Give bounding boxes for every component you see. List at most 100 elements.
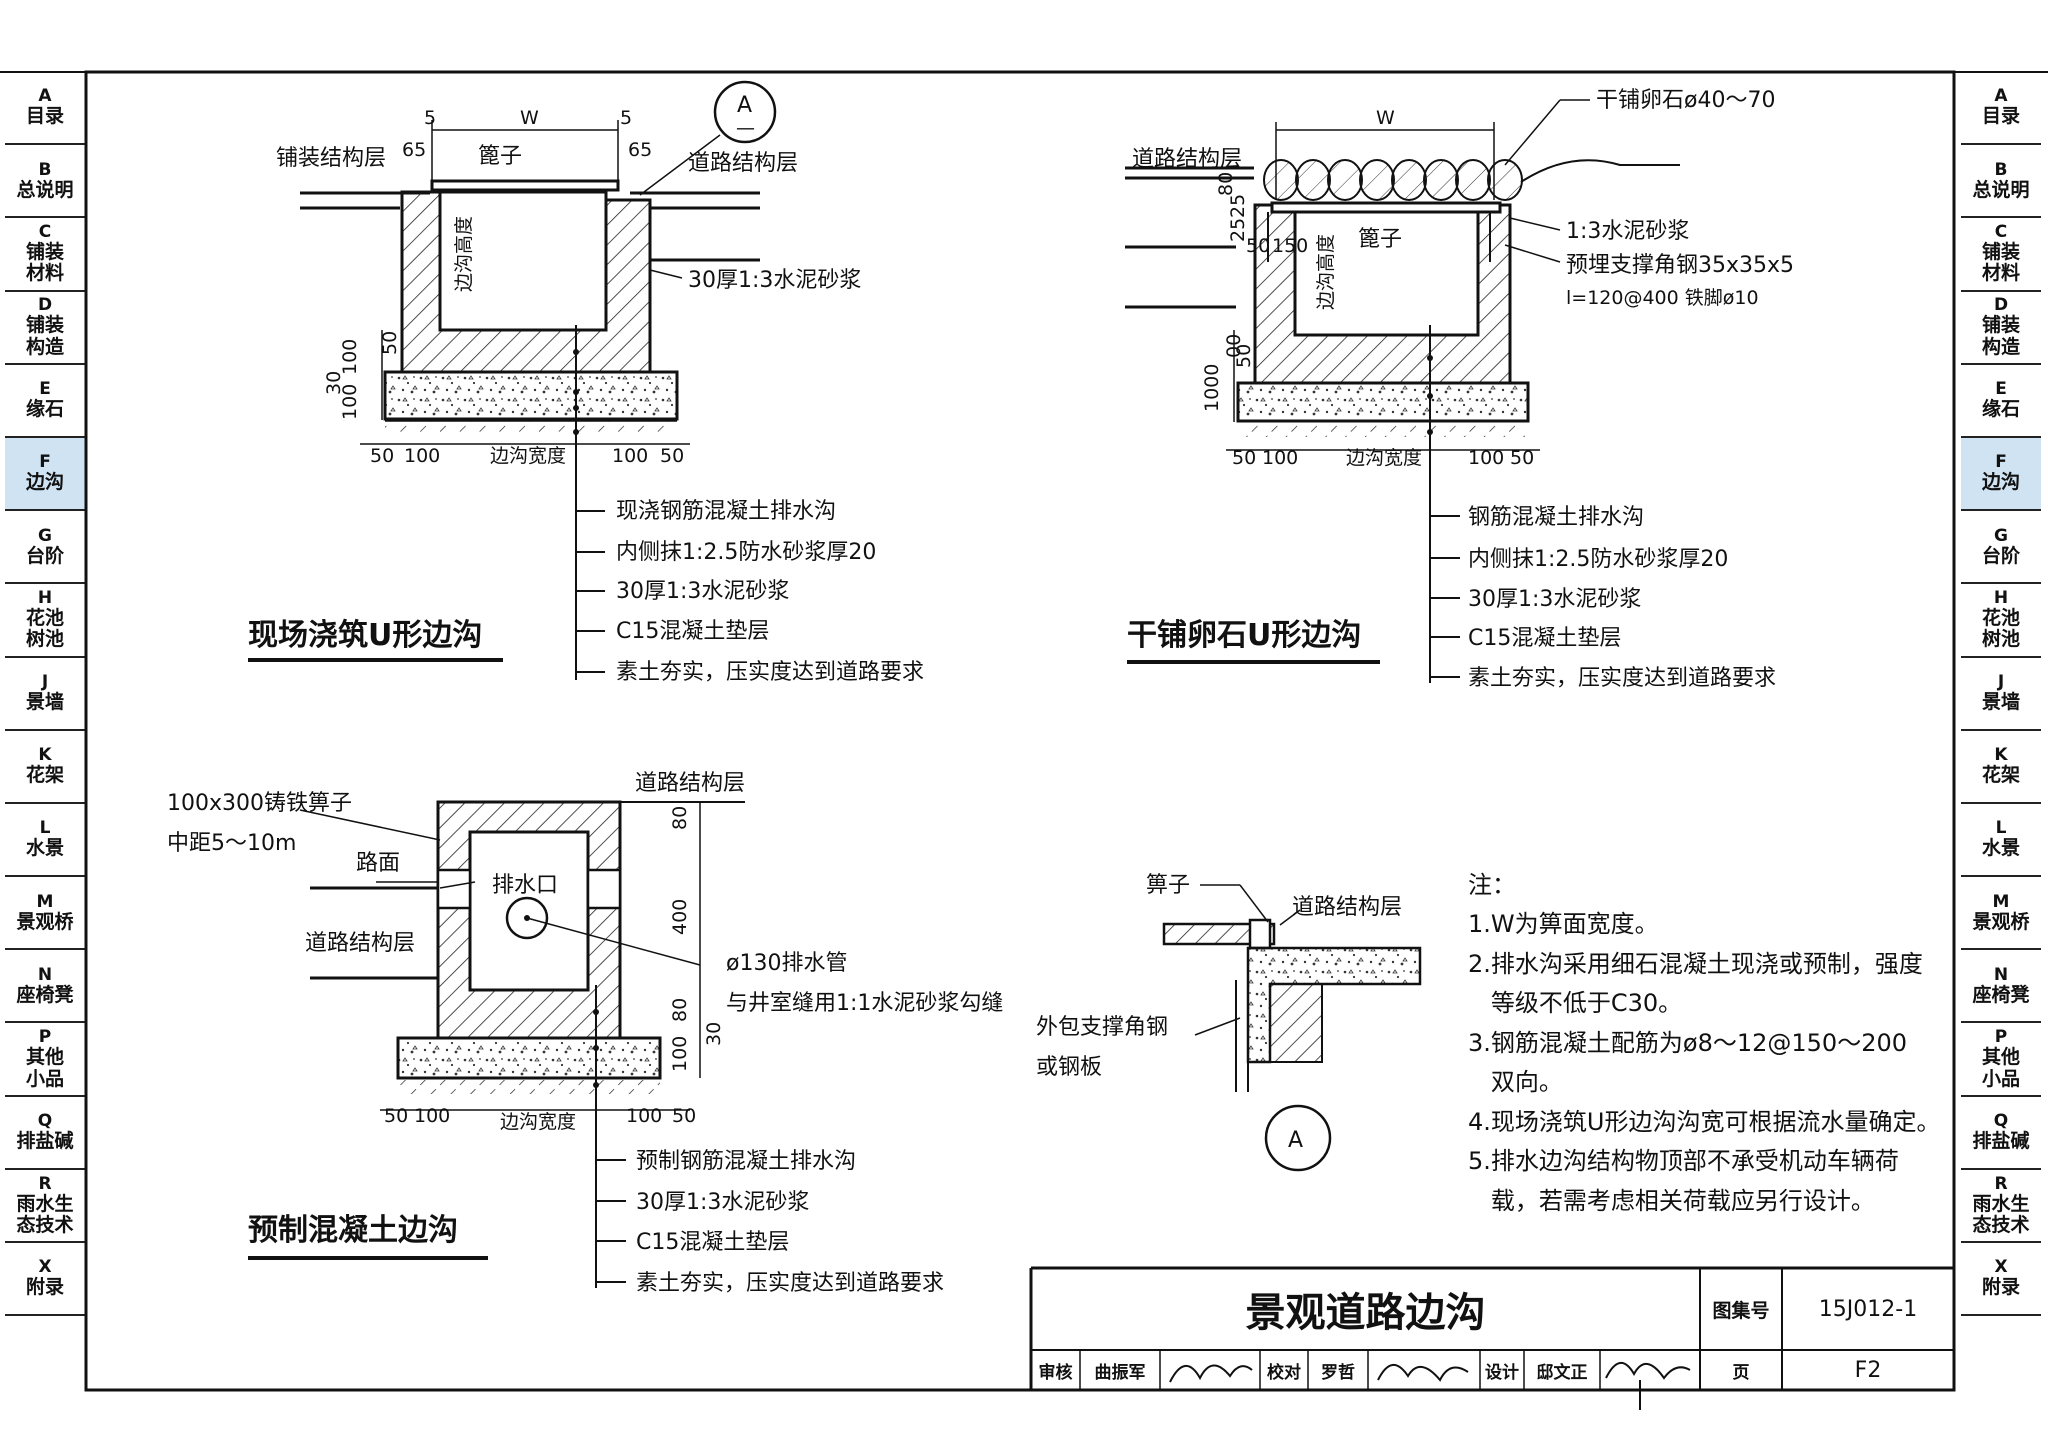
detail-a-grate-support bbox=[1162, 884, 1422, 1172]
d1-dim-30: 30 bbox=[323, 371, 345, 395]
notes-item-1: 1.W为箅面宽度。 bbox=[1468, 910, 1659, 938]
sidebar-tab-label: 铺装 材料 bbox=[25, 241, 64, 285]
d2-mortar: 1:3水泥砂浆 bbox=[1566, 219, 1689, 244]
sidebar-tab-code: J bbox=[41, 671, 49, 692]
sidebar-tab-label: 花架 bbox=[1981, 764, 2020, 787]
da-layer: 道路结构层 bbox=[1292, 895, 1402, 920]
sidebar-tab-code: B bbox=[38, 159, 52, 180]
sidebar-tab-code: G bbox=[38, 525, 52, 546]
d3-pipe: ø130排水管 bbox=[726, 951, 847, 976]
sidebar-tab-code: A bbox=[38, 86, 52, 107]
d3-layer-top: 道路结构层 bbox=[635, 771, 745, 796]
sidebar-tab-code: B bbox=[1994, 159, 2008, 180]
d1-inner-height: 边沟高度 bbox=[453, 216, 475, 292]
sidebar-tab-label: 排盐碱 bbox=[16, 1130, 74, 1153]
sidebar-tab-code: D bbox=[1993, 295, 2009, 316]
d2-title: 干铺卵石U形边沟 bbox=[1127, 618, 1361, 653]
sidebar-tab-code: X bbox=[1994, 1257, 2008, 1278]
sidebar-tab-code: A bbox=[1994, 86, 2008, 107]
title-block-page-no: F2 bbox=[1854, 1357, 1882, 1383]
d3-dim-b100l: 100 bbox=[414, 1105, 450, 1127]
notes-item-5: 双向。 bbox=[1468, 1068, 1563, 1096]
title-block-design-label: 设计 bbox=[1485, 1362, 1519, 1383]
sidebar-tab-label: 花架 bbox=[25, 764, 64, 787]
notes-item-7: 5.排水边沟结构物顶部不承受机动车辆荷 bbox=[1468, 1147, 1899, 1175]
notes-item-3: 等级不低于C30。 bbox=[1468, 989, 1682, 1017]
sidebar-tab-code: H bbox=[1993, 588, 2009, 609]
sidebar-tab-code: F bbox=[1995, 452, 2007, 473]
notes-heading: 注： bbox=[1468, 871, 1516, 899]
d3-note-2: 30厚1:3水泥砂浆 bbox=[636, 1190, 809, 1215]
d3-road-surface: 路面 bbox=[356, 851, 400, 876]
d3-pipe-joint: 与井室缝用1:1水泥砂浆勾缝 bbox=[726, 991, 1003, 1016]
sidebar-tab-label: 其他 小品 bbox=[1981, 1046, 2020, 1090]
d2-note-2: 内侧抹1:2.5防水砂浆厚20 bbox=[1468, 547, 1728, 572]
d2-angle-sub: l=120@400 铁脚ø10 bbox=[1566, 287, 1759, 309]
d2-note-5: 素土夯实，压实度达到道路要求 bbox=[1468, 666, 1776, 691]
d2-dim-b50l: 50 bbox=[1232, 447, 1256, 469]
d2-dim-25a: 25 bbox=[1227, 194, 1249, 218]
title-block-title: 景观道路边沟 bbox=[1245, 1290, 1486, 1336]
d2-dim-50: 50 bbox=[1246, 235, 1270, 257]
da-callout: A bbox=[1288, 1128, 1303, 1153]
sidebar-tab-label: 边沟 bbox=[1981, 471, 2020, 494]
sidebar-tab-label: 花池 树池 bbox=[25, 607, 64, 651]
d1-right-layer: 道路结构层 bbox=[688, 151, 798, 176]
sidebar-tab-label: 雨水生 态技术 bbox=[16, 1192, 74, 1236]
d3-spacing: 中距5～10m bbox=[167, 831, 296, 856]
d2-dim-w: W bbox=[1376, 107, 1395, 129]
d1-dim-w: W bbox=[520, 107, 539, 129]
d3-dim-b50r: 50 bbox=[672, 1105, 696, 1127]
d3-dim-b100r: 100 bbox=[626, 1105, 662, 1127]
d1-dim-5r: 5 bbox=[620, 107, 632, 129]
d3-dim-400: 400 bbox=[669, 899, 691, 935]
d2-note-1: 钢筋混凝土排水沟 bbox=[1468, 505, 1644, 530]
d1-dim-100b: 100 bbox=[339, 384, 361, 420]
d1-note-2: 内侧抹1:2.5防水砂浆厚20 bbox=[616, 540, 876, 565]
sidebar-tab-label: 排盐碱 bbox=[1972, 1130, 2030, 1153]
d1-note-5: 素土夯实，压实度达到道路要求 bbox=[616, 660, 924, 685]
d2-dim-b50r: 50 bbox=[1510, 447, 1534, 469]
sidebar-tab-label: 台阶 bbox=[25, 544, 64, 567]
d3-dim-30: 30 bbox=[703, 1022, 725, 1046]
title-block-grid bbox=[1029, 1266, 1954, 1410]
d3-width-label: 边沟宽度 bbox=[500, 1111, 576, 1133]
sidebar-tab-code: C bbox=[1994, 222, 2008, 243]
